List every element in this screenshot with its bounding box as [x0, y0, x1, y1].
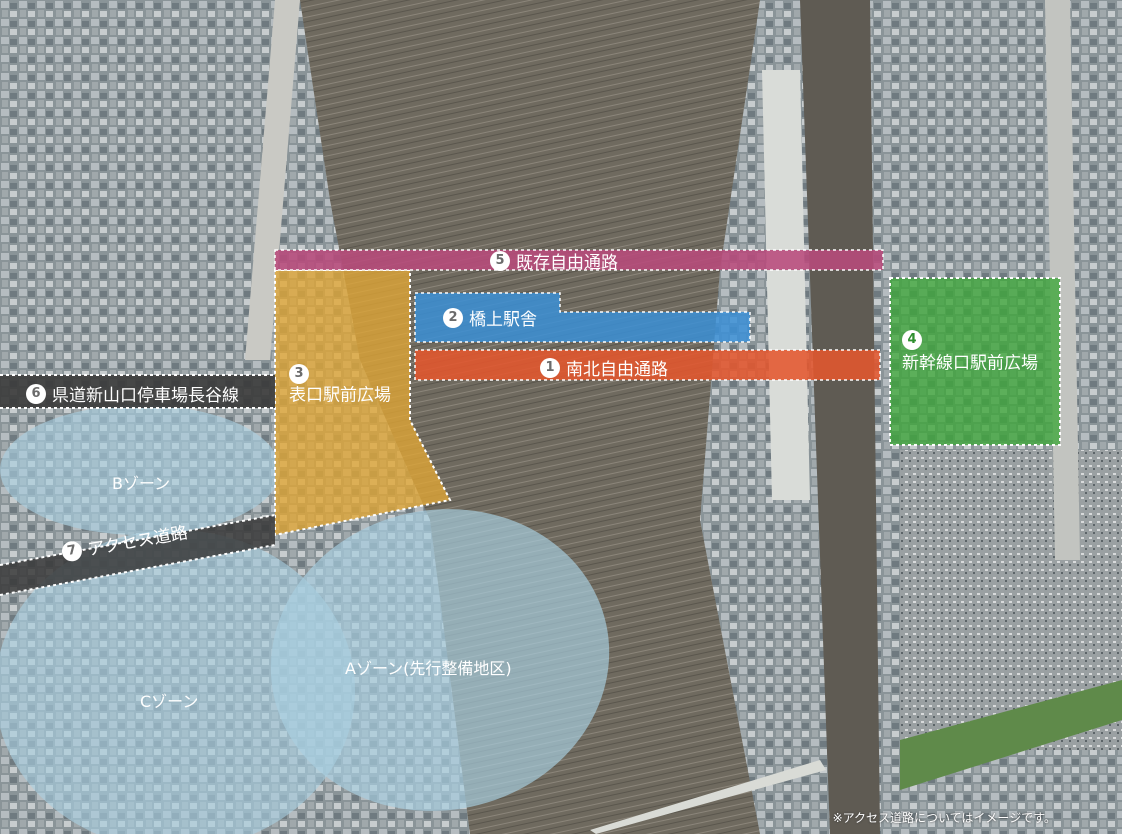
label-4-number: 4	[902, 329, 922, 350]
north-south-passage-bar	[414, 349, 881, 381]
label-2-number: 2	[443, 307, 463, 328]
label-6-text: 県道新山口停車場長谷線	[52, 386, 239, 406]
label-4: 4 新幹線口駅前広場	[902, 327, 1038, 376]
zone-c-area	[0, 530, 355, 834]
label-5-number: 5	[490, 250, 510, 271]
shinkansen-platform-roof	[762, 70, 810, 500]
zone-b-area	[0, 405, 280, 535]
shinkansen-tracks	[800, 0, 880, 834]
railway-yard	[300, 0, 760, 834]
label-6-number: 6	[26, 383, 46, 404]
shinkansen-exit-plaza-area	[889, 277, 1061, 446]
zone-c-label: Cゾーン	[140, 692, 199, 711]
access-road-band	[0, 515, 275, 595]
zone-b-label: Bゾーン	[112, 474, 171, 493]
bridge-station-area	[414, 292, 751, 343]
label-5: 5 既存自由通路	[490, 248, 618, 273]
label-4-text: 新幹線口駅前広場	[902, 353, 1038, 374]
label-1-text: 南北自由通路	[566, 360, 668, 380]
zone-a-label: Aゾーン(先行整備地区)	[345, 659, 512, 678]
green-strip	[900, 680, 1122, 790]
existing-passage-bar	[274, 249, 884, 271]
label-3-text: 表口駅前広場	[289, 385, 391, 406]
zone-a-area	[270, 509, 610, 811]
bridge	[590, 760, 826, 834]
label-2-text: 橋上駅舎	[469, 310, 537, 330]
label-1-number: 1	[540, 357, 560, 378]
prefectural-road-band	[0, 375, 275, 408]
road-left	[245, 0, 300, 360]
label-6: 6 県道新山口停車場長谷線	[26, 381, 239, 406]
label-3-number: 3	[289, 363, 309, 384]
access-road-note: ※アクセス道路についてはイメージです。	[832, 811, 1056, 825]
label-2: 2 橋上駅舎	[443, 305, 537, 330]
east-exit-plaza-area	[274, 269, 452, 537]
label-1: 1 南北自由通路	[540, 355, 668, 380]
label-5-text: 既存自由通路	[516, 253, 618, 273]
label-7-number: 7	[60, 539, 84, 563]
label-3: 3 表口駅前広場	[289, 362, 391, 407]
